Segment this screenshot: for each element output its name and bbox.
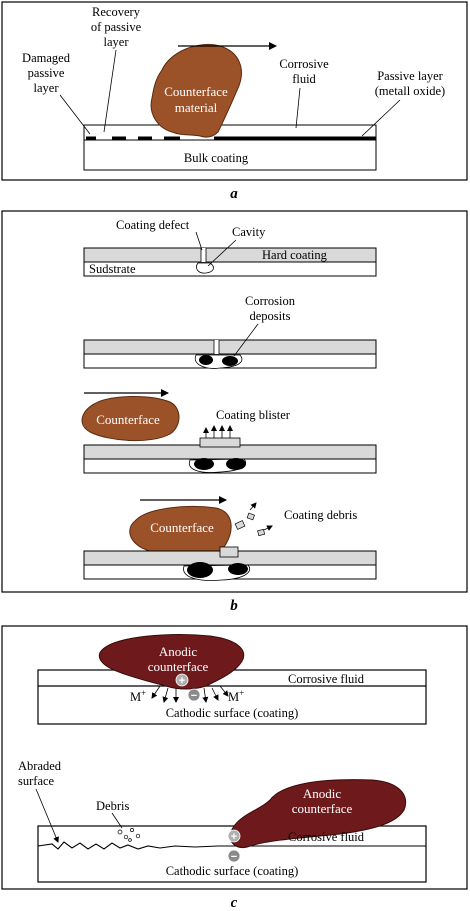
- stage-4: Counterface Coating debris: [83, 496, 377, 581]
- panel-a: Counterface material Recovery of passive…: [1, 1, 468, 181]
- minus-icon-1: [187, 688, 201, 702]
- damaged-label-1: Damaged: [22, 51, 71, 65]
- m-plus-right: M+: [228, 688, 244, 704]
- coating-box-1: [37, 669, 427, 725]
- damaged-leader: [59, 94, 91, 135]
- stage-2: Corrosion deposits: [83, 294, 377, 369]
- plus-icon-1: [175, 673, 189, 687]
- anodic-counterface-2: [229, 779, 406, 849]
- damaged-label-2: passive: [28, 66, 65, 80]
- counterface-label-line1: Counterface: [164, 84, 228, 99]
- caption-a: a: [230, 186, 238, 202]
- panel-a-frame: [1, 1, 468, 181]
- recovery-label-3: layer: [104, 35, 130, 49]
- minus-sign-1: −: [191, 690, 197, 702]
- abraded-label-1: Abraded: [18, 759, 62, 773]
- passive-label-2: (metall oxide): [375, 84, 445, 98]
- damaged-label-3: layer: [34, 81, 60, 95]
- deposit-2a: [199, 355, 213, 365]
- corrosive-label-1: Corrosive: [279, 57, 329, 71]
- deposit-4b: [228, 563, 248, 575]
- top-coating-layer: [83, 124, 377, 141]
- stage-1: Coating defect Cavity Hard coating Sudst…: [83, 218, 377, 277]
- deposit-4a: [187, 562, 213, 578]
- panel-c: Anodic counterface + − M+ M+ Corrosive f…: [1, 625, 468, 890]
- stage-3: Counterface Coating blister: [81, 389, 377, 474]
- debris-particles: [117, 828, 141, 842]
- panel-b: Coating defect Cavity Hard coating Sudst…: [1, 210, 468, 593]
- debris-plate: [219, 546, 239, 558]
- minus-icon-2: [227, 849, 241, 863]
- counterface-label-line2: material: [175, 100, 218, 115]
- caption-c: c: [231, 895, 238, 911]
- recovery-label-2: of passive: [91, 20, 142, 34]
- panel-c-frame: [1, 625, 468, 890]
- hard-coating-label: Hard coating: [262, 248, 328, 262]
- hard-coating-1: [83, 247, 377, 263]
- passive-label-1: Passive layer: [377, 69, 443, 83]
- deposit-2b: [222, 356, 238, 366]
- minus-sign-2: −: [231, 851, 237, 863]
- anodic-2-label-1: Anodic: [303, 786, 342, 801]
- deposit-3b: [226, 458, 246, 470]
- c-stage-2: Anodic counterface + − Abraded surface D…: [18, 759, 427, 883]
- cavity-label: Cavity: [232, 225, 266, 239]
- anodic-1-label-1: Anodic: [159, 644, 198, 659]
- passive-leader: [361, 99, 401, 137]
- cathodic-label-1: Cathodic surface (coating): [166, 706, 299, 720]
- recovery-label-1: Recovery: [92, 5, 141, 19]
- ion-arrows-1: [151, 685, 229, 703]
- cavity-1: [196, 262, 214, 274]
- m-plus-left: M+: [130, 688, 146, 704]
- anodic-counterface-1: [98, 634, 245, 690]
- corrosion-deposits-label-2: deposits: [250, 309, 291, 323]
- deposit-3a: [194, 458, 214, 470]
- coating-blister-label: Coating blister: [216, 408, 291, 422]
- caption-b: b: [230, 598, 238, 614]
- cathodic-label-2: Cathodic surface (coating): [166, 864, 299, 878]
- coating-debris-label: Coating debris: [284, 508, 357, 522]
- abraded-surface-line: [37, 841, 426, 850]
- counterface-b1-label: Counterface: [96, 412, 160, 427]
- plus-sign-1: +: [179, 675, 185, 687]
- defect-gap-1: [201, 248, 206, 262]
- counterface-b2-label: Counterface: [150, 520, 214, 535]
- recovery-leader: [103, 49, 117, 133]
- corrosion-deposits-label-1: Corrosion: [245, 294, 296, 308]
- blister: [199, 437, 241, 448]
- corrosive-leader: [295, 87, 301, 129]
- plus-icon-2: [227, 829, 241, 843]
- substrate-1: [83, 261, 377, 277]
- abraded-leader: [35, 788, 59, 843]
- panel-b-frame: [1, 210, 468, 593]
- anodic-1-label-2: counterface: [148, 659, 209, 674]
- corrosive-label-2: fluid: [292, 72, 316, 86]
- plus-sign-2: +: [231, 831, 237, 843]
- anodic-2-label-2: counterface: [292, 801, 353, 816]
- debris-label: Debris: [96, 799, 129, 813]
- counterface-b1: [81, 395, 180, 441]
- corrosive-fluid-label-1: Corrosive fluid: [288, 672, 365, 686]
- coating-defect-label: Coating defect: [116, 218, 190, 232]
- corrosive-fluid-label-2: Corrosive fluid: [288, 830, 365, 844]
- hard-coating-2: [83, 339, 377, 355]
- debris-flakes: [234, 502, 273, 537]
- substrate-label: Sudstrate: [89, 262, 136, 276]
- c-stage-1: Anodic counterface + − M+ M+ Corrosive f…: [37, 634, 427, 725]
- abraded-label-2: surface: [18, 774, 55, 788]
- bulk-coating-label: Bulk coating: [184, 151, 249, 165]
